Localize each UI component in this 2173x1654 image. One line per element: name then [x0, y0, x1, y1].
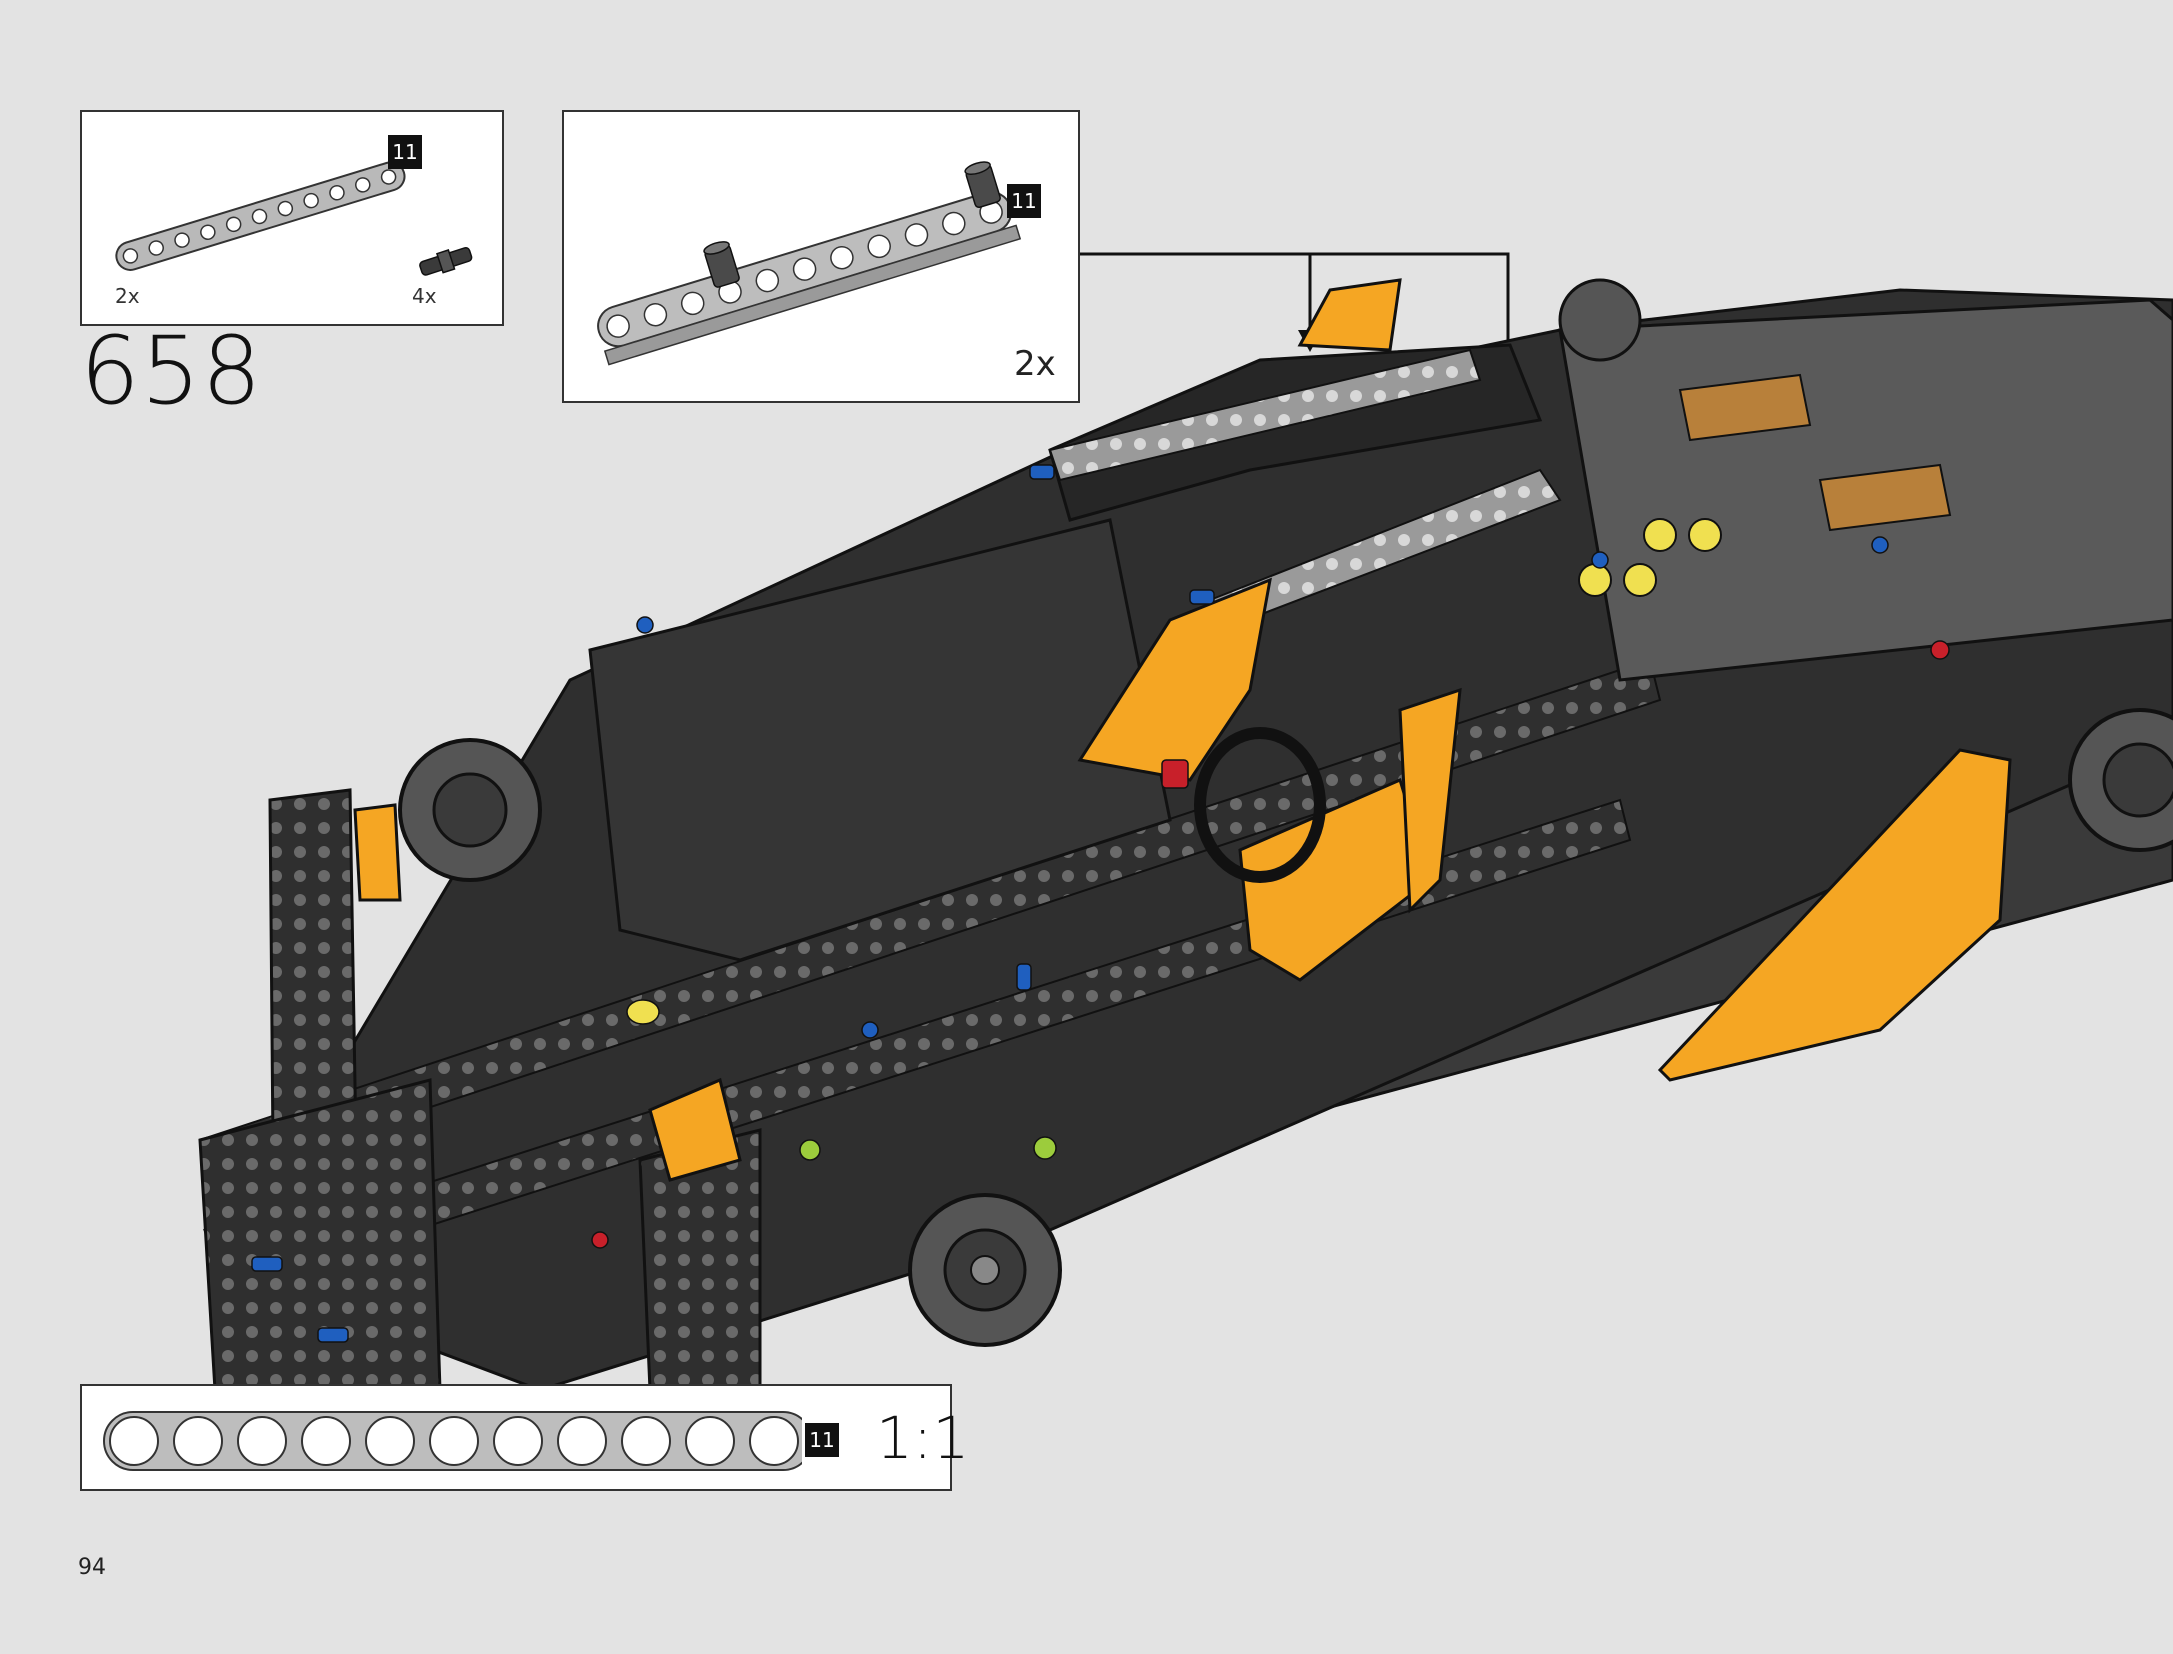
rear-left-wheel — [398, 738, 542, 882]
pin-upright-left — [703, 241, 740, 288]
step-number: 658 — [80, 317, 263, 426]
scale-label: 1:1 — [876, 1404, 970, 1472]
front-right-wheel — [2068, 708, 2173, 852]
length-badge: 11 — [805, 1423, 839, 1457]
pin-upright-right — [964, 161, 1001, 209]
page-number: 94 — [78, 1555, 106, 1580]
subassembly-quantity: 2x — [1014, 344, 1056, 384]
front-left-wheel — [908, 1193, 1062, 1347]
black-pin-part — [419, 246, 473, 276]
pin-quantity: 4x — [412, 284, 437, 308]
length-badge: 11 — [1007, 184, 1041, 218]
rear-right-wheel — [1558, 278, 1642, 362]
subassembly-callout-box: 11 2x — [562, 110, 1080, 403]
gray-beam-11-part — [115, 161, 406, 271]
beam-quantity: 2x — [115, 284, 140, 308]
beam-with-pins-subassembly — [597, 161, 1022, 366]
scale-guide-box: 11 1:1 — [80, 1384, 969, 1491]
parts-callout-box: 11 2x 4x — [80, 110, 504, 326]
scale-beam-11 — [103, 1411, 802, 1471]
length-badge: 11 — [388, 135, 422, 169]
